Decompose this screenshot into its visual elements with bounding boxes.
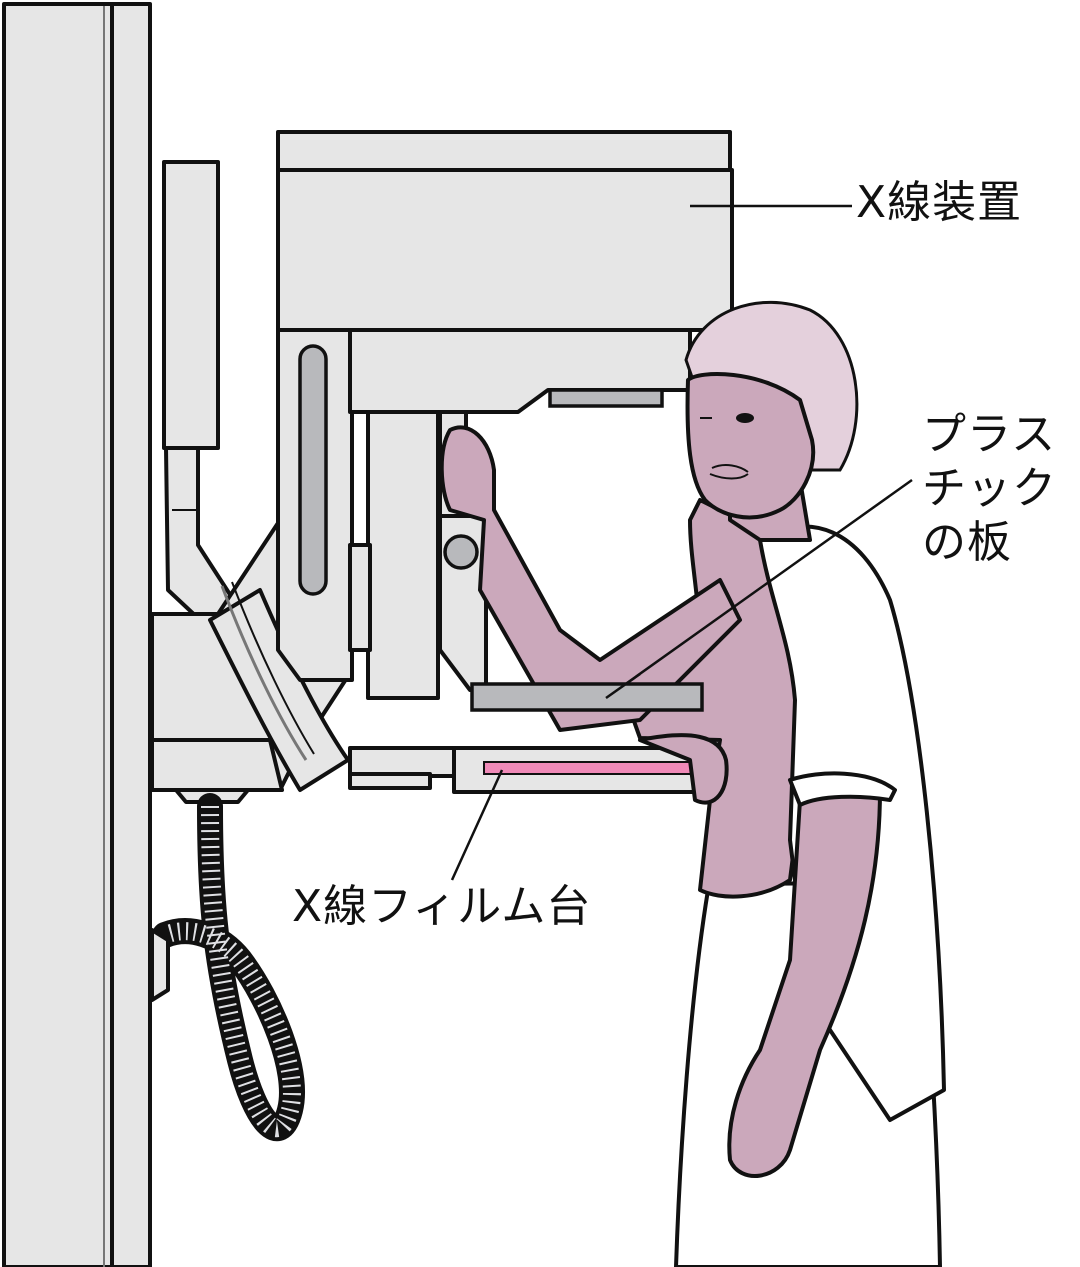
xray-unit-body: [276, 130, 734, 682]
plastic-compression-plate: [470, 682, 704, 712]
leader-plastic-plate: [605, 478, 913, 700]
label-plastic-plate-line-1: プラス: [922, 409, 1057, 460]
side-panel: [162, 160, 220, 450]
label-film-holder: X線フィルム台: [292, 881, 592, 932]
label-xray-unit: X線装置: [856, 177, 1023, 228]
machine-column: [2, 2, 152, 1267]
cable-hoses: [150, 793, 305, 1141]
label-plastic-plate-line-2: チック: [922, 463, 1057, 514]
film-cassette: [483, 761, 695, 775]
compression-column: [348, 410, 488, 700]
leader-film-holder: [450, 769, 504, 881]
label-plastic-plate: プラス チック の板: [922, 408, 1057, 570]
film-holder: [348, 746, 700, 794]
label-plastic-plate-line-3: の板: [922, 517, 1012, 568]
patient: [439, 300, 946, 1267]
